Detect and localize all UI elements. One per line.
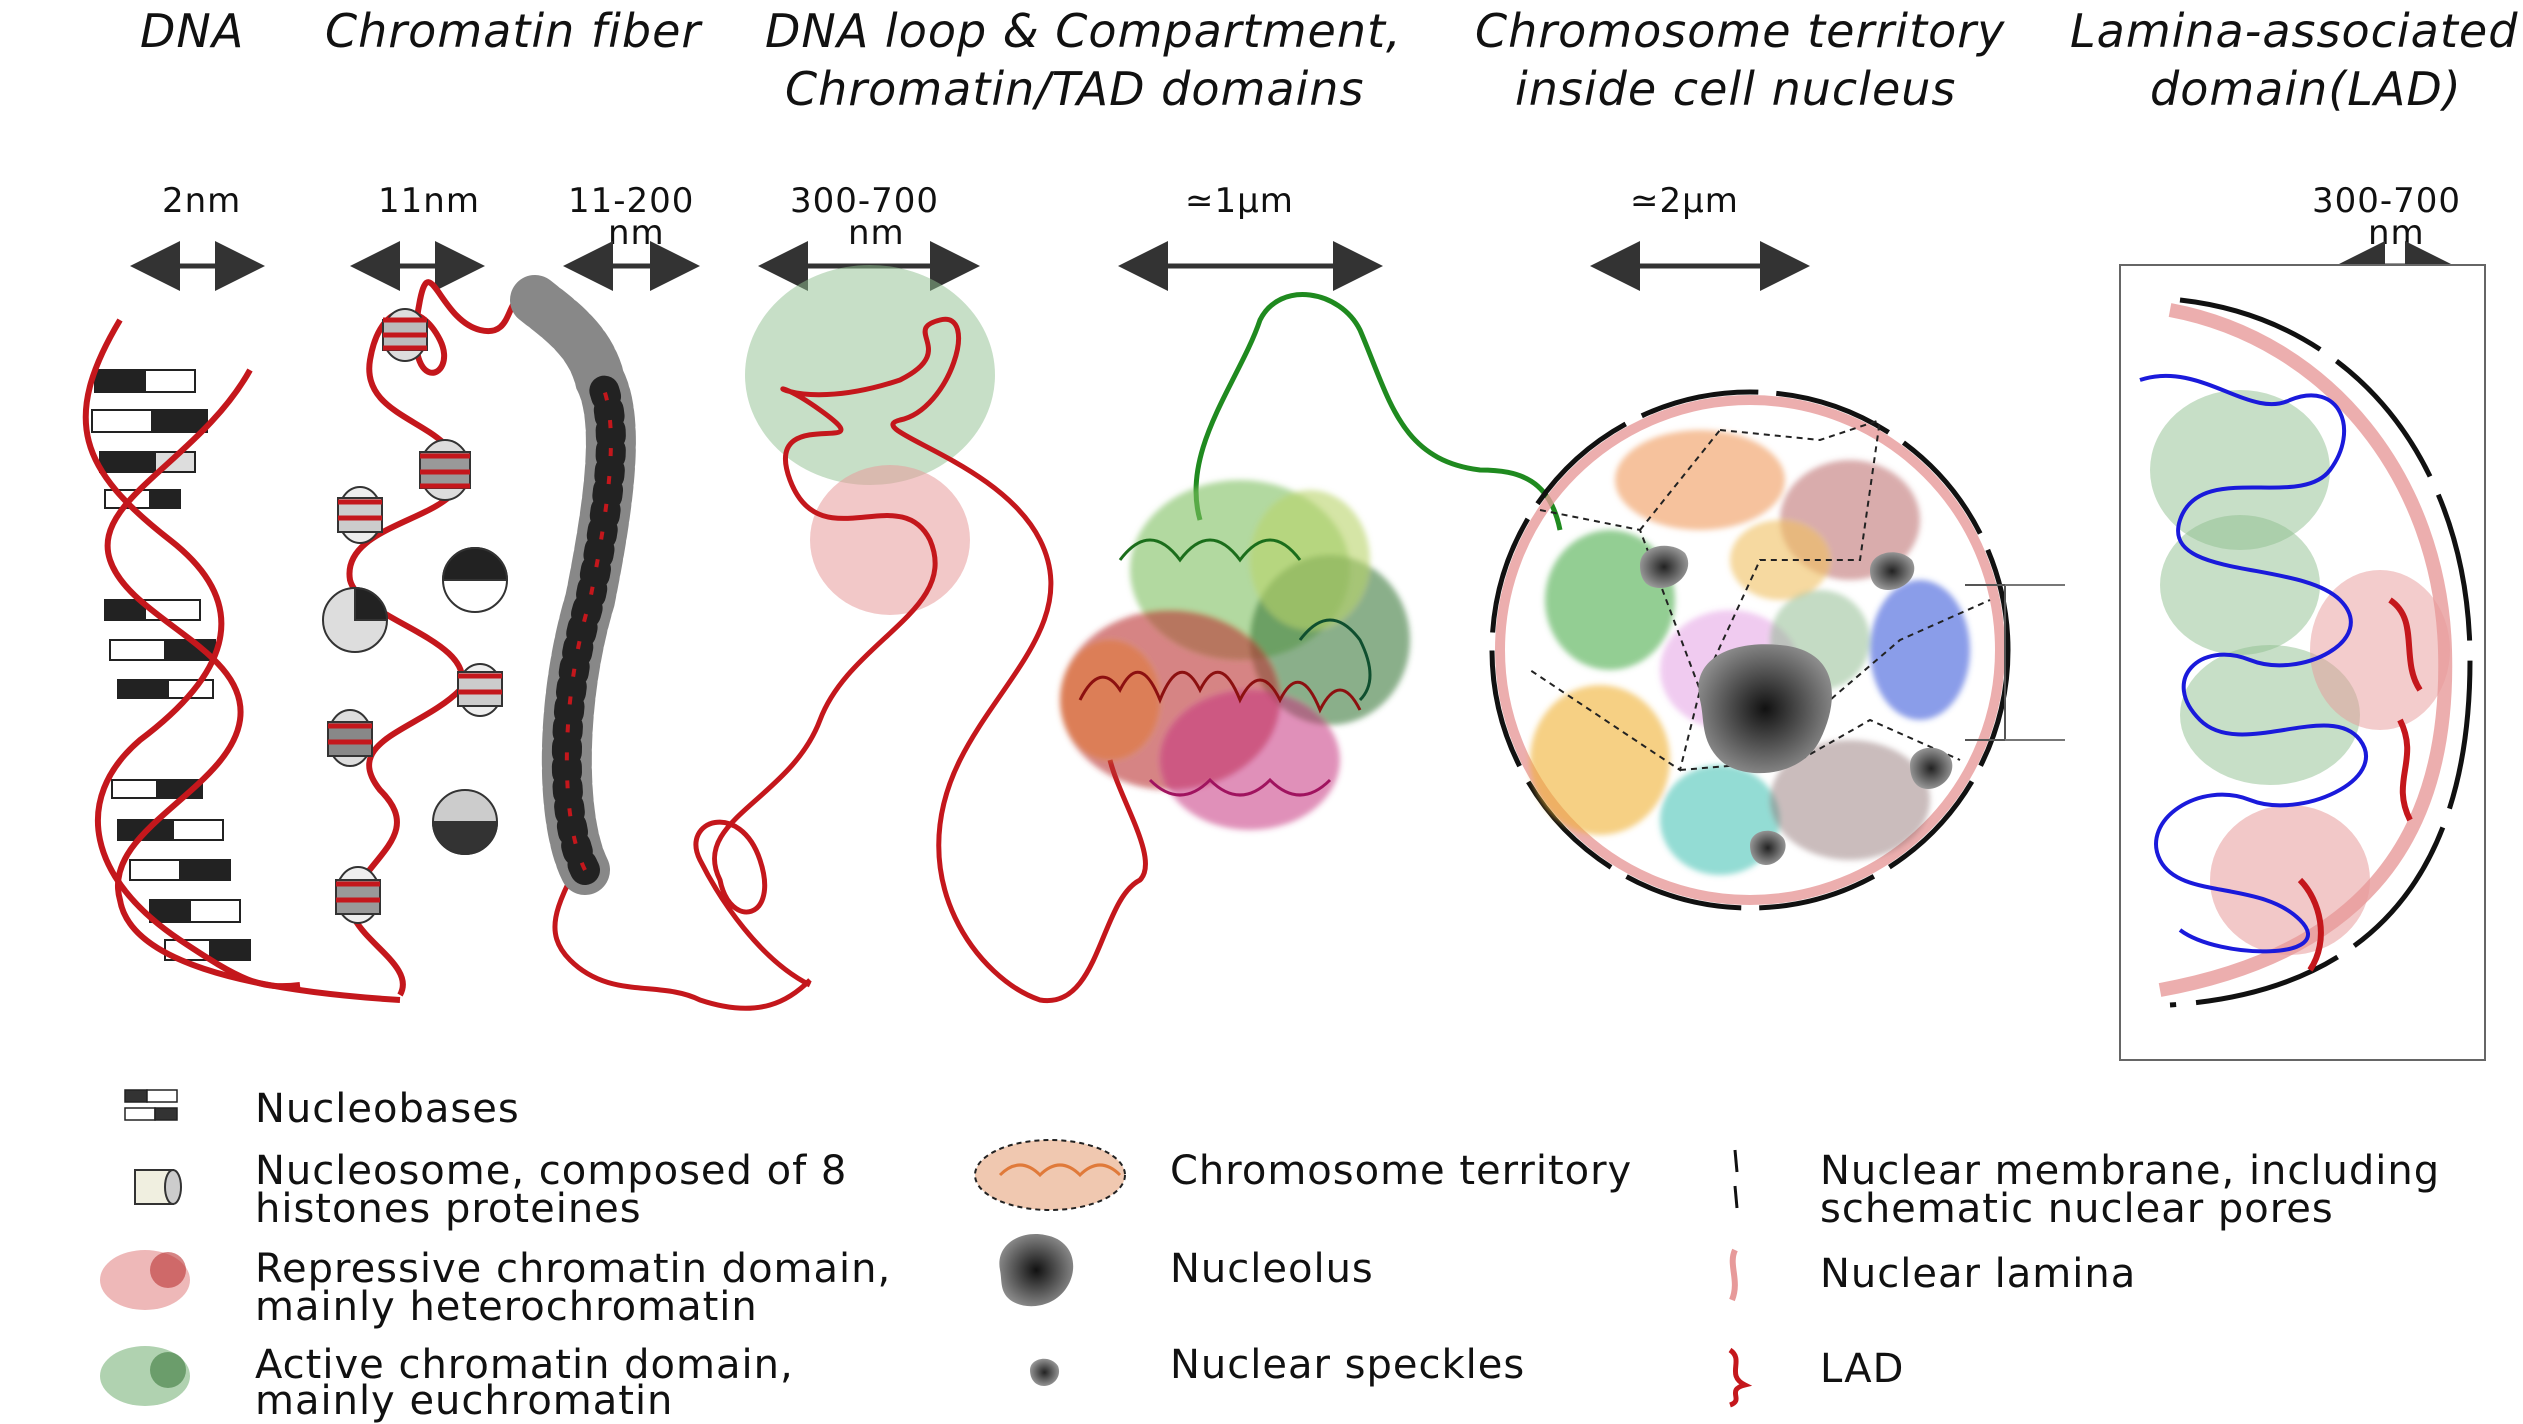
chromosome-territory-tangle [1060,292,1563,830]
nucleolus [1698,644,1832,774]
nuclear-membrane [1489,389,2011,911]
title-chromatin-fiber: Chromatin fiber [325,4,702,58]
legend-speckle-icon [1030,1358,1060,1386]
repressive-domain-blob [810,465,970,615]
legend-lamina-label: Nuclear lamina [1820,1251,2137,1297]
legend-membrane-label-2: schematic nuclear pores [1820,1186,2334,1232]
legend-active-label-2: mainly euchromatin [255,1378,674,1424]
legend-speckles-label: Nuclear speckles [1170,1342,1526,1388]
legend-membrane-label-1: Nuclear membrane, including [1820,1148,2441,1194]
scale-fiber-label-1: 11-200 [568,181,695,221]
legend-nucleobases-label: Nucleobases [255,1086,520,1132]
title-territory-line2: inside cell nucleus [1515,62,1957,116]
legend-nucleosome-icon [134,1169,182,1205]
legend-nucleosome-label-2: histones proteines [255,1186,642,1232]
dna-strand-2 [104,368,401,1003]
nucleosome [322,308,509,924]
scale-nucleosome-label: 11nm [378,181,480,221]
legend-territory-label: Chromosome territory [1170,1148,1633,1194]
legend-lad-icon [1728,1347,1753,1408]
nucleosome-chain [322,279,542,997]
dna-strand-1 [82,318,301,990]
nuclear-lamina-ring [1495,395,2005,905]
title-lad-line1: Lamina-associated [2070,4,2519,58]
dna-loop-compartment [693,265,1148,1003]
title-dna: DNA [140,4,245,58]
legend-icons [100,1089,1753,1408]
title-lad-line2: domain(LAD) [2150,62,2462,116]
legend-membrane-icon [1733,1149,1739,1209]
legend-lad-label: LAD [1820,1346,1905,1392]
territory-domains [1060,480,1410,830]
scale-territory-label: ≃1μm [1185,181,1294,221]
legend-nucleobase-icon [124,1089,178,1121]
scale-lad-label-1: 300-700 [2312,181,2462,221]
title-loop-line1: DNA loop & Compartment, [765,4,1402,58]
legend-nucleolus-label: Nucleolus [1170,1246,1374,1292]
nuclear-speckles [1640,545,1953,865]
legend-repressive-icon [100,1250,190,1310]
legend-active-label-1: Active chromatin domain, [255,1342,794,1388]
lad-red-segment [2297,597,2423,972]
histone-wraps [328,317,502,903]
active-domain-blob [745,265,995,485]
dna-loop-path [693,316,1148,1003]
legend-nucleosome-label-1: Nucleosome, composed of 8 [255,1148,848,1194]
title-territory-line1: Chromosome territory [1475,4,2006,58]
zoom-box [1965,584,2006,741]
dna-double-helix [82,318,401,1003]
chromatin-fiber [510,275,812,1011]
cell-nucleus [1489,389,2065,911]
legend-repressive-label-1: Repressive chromatin domain, [255,1246,892,1292]
nucleobase-pairs [91,369,251,961]
legend-active-icon [100,1346,190,1406]
legend-repressive-label-2: mainly heterochromatin [255,1284,758,1330]
territory-link [1193,292,1563,531]
title-loop-line2: Chromatin/TAD domains [785,62,1365,116]
legend-territory-icon [974,1139,1126,1211]
lad-chromatin-path [2139,373,2368,954]
lad-inset [2119,264,2486,1061]
legend-lamina-icon [1729,1248,1738,1302]
lad-nuclear-lamina [2158,303,2453,997]
scale-nucleus-label: ≃2μm [1630,181,1739,221]
legend-nucleolus-icon [999,1234,1074,1307]
scale-domain-label-1: 300-700 [790,181,940,221]
scale-dna-label: 2nm [162,181,242,221]
